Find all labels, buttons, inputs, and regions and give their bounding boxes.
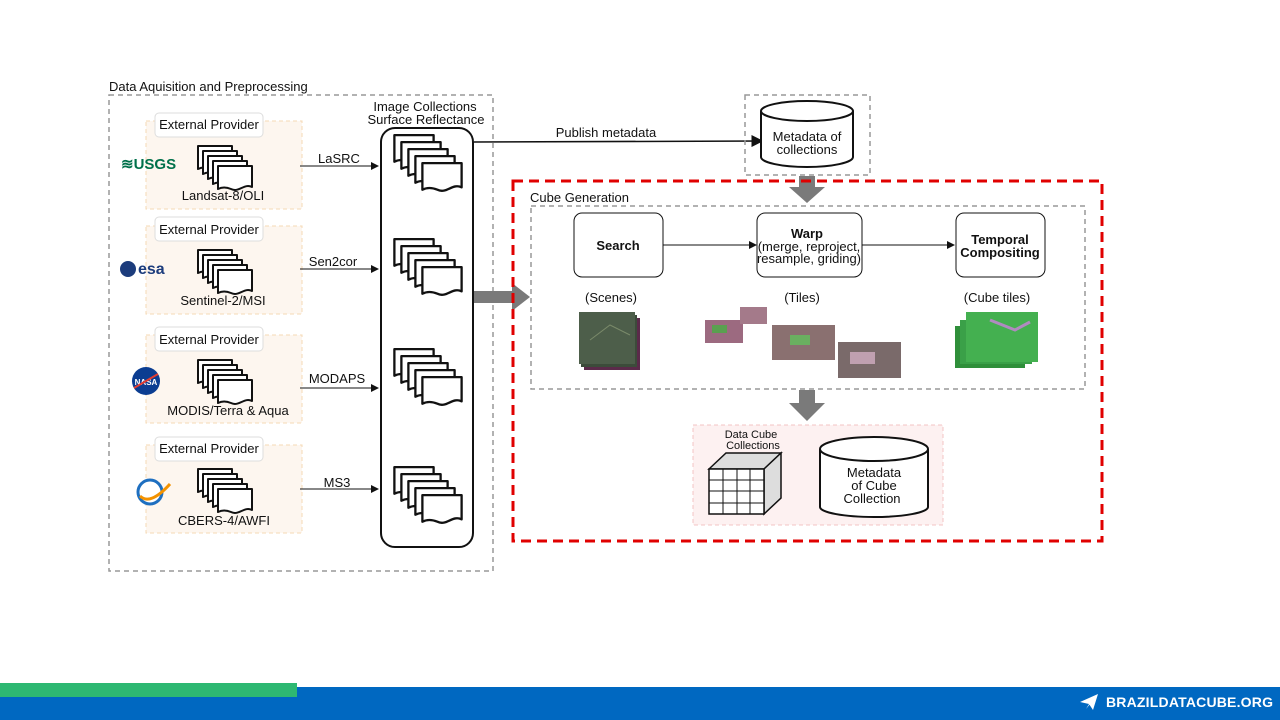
svg-text:resample, griding): resample, griding) bbox=[757, 251, 861, 266]
process-lasrc: LaSRC bbox=[318, 151, 360, 166]
provider-cbers: External Provider CBERS-4/AWFI bbox=[136, 436, 303, 534]
process-sen2cor: Sen2cor bbox=[309, 254, 358, 269]
inpe-logo bbox=[136, 478, 164, 506]
search-step: Search bbox=[573, 212, 664, 278]
provider-modis: External Provider MODIS/Terra & Aqua NAS… bbox=[132, 326, 303, 424]
process-ms3: MS3 bbox=[324, 475, 351, 490]
right-arrow bbox=[474, 283, 530, 311]
svg-text:NASA: NASA bbox=[135, 378, 158, 387]
sensor-name: Sentinel-2/MSI bbox=[180, 293, 265, 308]
publish-arrow bbox=[473, 135, 764, 148]
svg-text:(merge, reproject,: (merge, reproject, bbox=[758, 239, 861, 254]
down-arrow bbox=[789, 390, 825, 421]
provider-landsat: External Provider Landsat-8/OLI ≋USGS bbox=[121, 112, 303, 210]
svg-text:Temporal: Temporal bbox=[971, 232, 1029, 247]
provider-label: External Provider bbox=[159, 441, 259, 456]
svg-text:Metadata of: Metadata of bbox=[773, 129, 842, 144]
provider-label: External Provider bbox=[159, 332, 259, 347]
cube-generation-title: Cube Generation bbox=[530, 190, 629, 205]
svg-text:of Cube: of Cube bbox=[851, 478, 897, 493]
sensor-name: Landsat-8/OLI bbox=[182, 188, 264, 203]
process-modaps: MODAPS bbox=[309, 371, 366, 386]
acquisition-title: Data Aquisition and Preprocessing bbox=[109, 79, 308, 94]
svg-text:Search: Search bbox=[596, 238, 639, 253]
scenes-image bbox=[579, 312, 640, 370]
svg-text:Warp: Warp bbox=[791, 226, 823, 241]
svg-text:Collections: Collections bbox=[726, 440, 780, 452]
warp-step: Warp (merge, reproject, resample, gridin… bbox=[756, 212, 863, 278]
esa-logo: esa bbox=[138, 261, 165, 278]
publish-label: Publish metadata bbox=[556, 125, 657, 140]
tiles-image bbox=[705, 307, 901, 378]
tiles-label: (Tiles) bbox=[784, 290, 820, 305]
collections-subtitle: Surface Reflectance bbox=[367, 112, 484, 127]
metadata-collections-db: Metadata of collections bbox=[760, 100, 854, 168]
brand-link[interactable]: BRAZILDATACUBE.ORG bbox=[1080, 694, 1273, 710]
provider-sentinel: External Provider Sentinel-2/MSI esa bbox=[120, 216, 303, 315]
sensor-name: MODIS/Terra & Aqua bbox=[167, 403, 289, 418]
esa-logo-mark bbox=[120, 261, 136, 277]
usgs-logo: ≋USGS bbox=[121, 156, 176, 173]
process-arrows: LaSRC Sen2cor MODAPS MS3 bbox=[300, 151, 379, 493]
collections-title: Image Collections bbox=[373, 99, 477, 114]
svg-text:Collection: Collection bbox=[843, 491, 900, 506]
sensor-name: CBERS-4/AWFI bbox=[178, 513, 270, 528]
footer-accent bbox=[0, 683, 297, 697]
svg-text:Metadata: Metadata bbox=[847, 465, 902, 480]
provider-label: External Provider bbox=[159, 222, 259, 237]
provider-label: External Provider bbox=[159, 117, 259, 132]
svg-text:collections: collections bbox=[777, 142, 838, 157]
image-collections: Image Collections Surface Reflectance bbox=[367, 99, 485, 548]
svg-text:Data Cube: Data Cube bbox=[725, 429, 778, 441]
down-arrow bbox=[789, 176, 825, 203]
cube-tiles-label: (Cube tiles) bbox=[964, 290, 1030, 305]
cube-tiles-image bbox=[955, 312, 1038, 368]
metadata-cube-collection-db: Metadata of Cube Collection bbox=[819, 436, 929, 518]
acquisition-group bbox=[108, 94, 494, 572]
data-cube-collections: Data Cube Collections bbox=[707, 429, 783, 516]
brand-text: BRAZILDATACUBE.ORG bbox=[1106, 694, 1274, 710]
svg-text:Compositing: Compositing bbox=[960, 245, 1039, 260]
scenes-label: (Scenes) bbox=[585, 290, 637, 305]
paper-plane-icon bbox=[1080, 694, 1098, 710]
temporal-compositing-step: Temporal Compositing bbox=[955, 212, 1046, 278]
cube-generation-group bbox=[511, 179, 1104, 543]
